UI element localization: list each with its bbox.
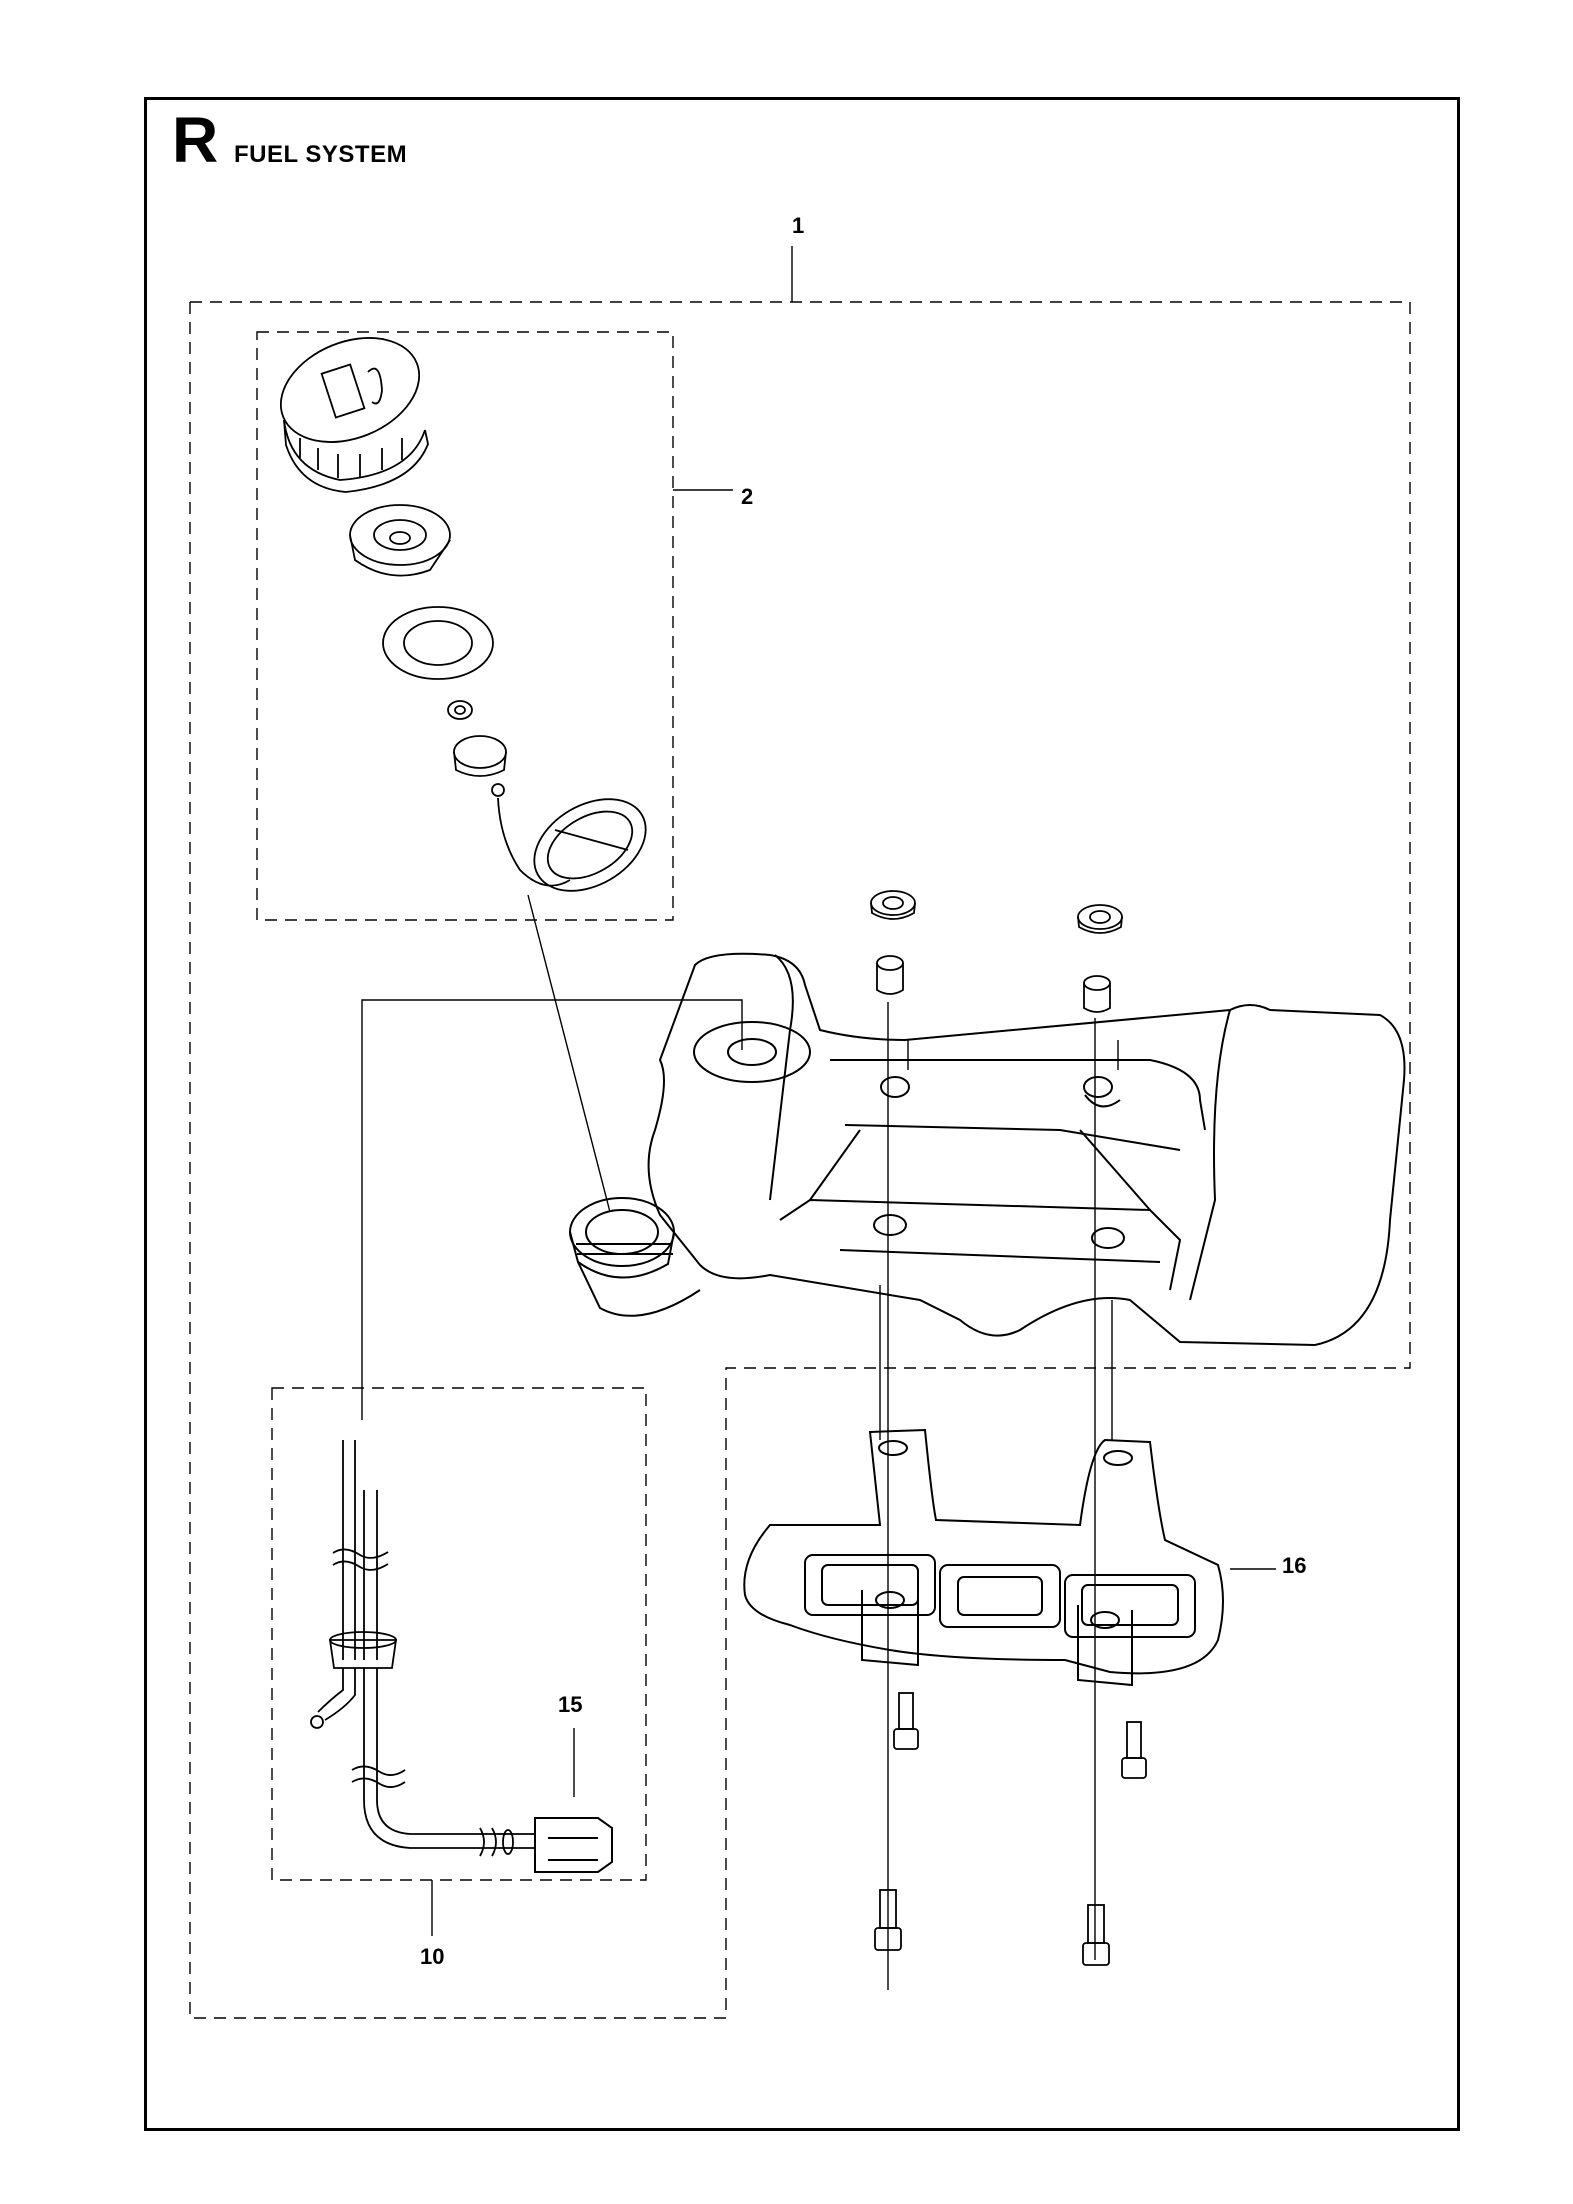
screw-bracket-right (1121, 1721, 1147, 1779)
cap-strap (491, 783, 647, 892)
callout-fuel-tank: 1 (792, 213, 805, 238)
cap-gasket (382, 606, 494, 680)
mount-axis-lines (879, 1002, 1119, 1990)
tank-spacer-left (876, 955, 904, 995)
tank-washer-right (1077, 904, 1123, 934)
group-box-fuel-line-kit (271, 1387, 647, 1881)
fuel-lines (310, 1440, 535, 1857)
group-box-cap-assembly (256, 331, 674, 921)
section-title: FUEL SYSTEM (234, 141, 408, 168)
leader-lines (361, 246, 1276, 1936)
cap-bushing-large (453, 735, 507, 777)
fuel-tank (569, 952, 1406, 1347)
fuel-filter (534, 1817, 613, 1873)
tank-spacer-right (1083, 975, 1111, 1013)
callout-fuel-filter: 15 (558, 1692, 583, 1717)
callout-cap-assembly: 2 (741, 484, 754, 509)
screw-bracket-left (893, 1692, 919, 1750)
tank-bracket (743, 1428, 1224, 1687)
section-letter: R (172, 104, 219, 176)
callout-tank-bracket: 16 (1282, 1553, 1307, 1578)
cap-retainer (349, 504, 451, 577)
screw-tank-right (1082, 1904, 1110, 1966)
fuel-cap (279, 337, 429, 493)
group-box-fuel-tank (189, 301, 1411, 2019)
screw-tank-left (874, 1889, 902, 1951)
cap-bushing-small (447, 700, 473, 720)
callout-fuel-line-kit: 10 (420, 1944, 445, 1969)
drawing-frame (144, 97, 1460, 2131)
tank-washer-left (870, 890, 916, 920)
